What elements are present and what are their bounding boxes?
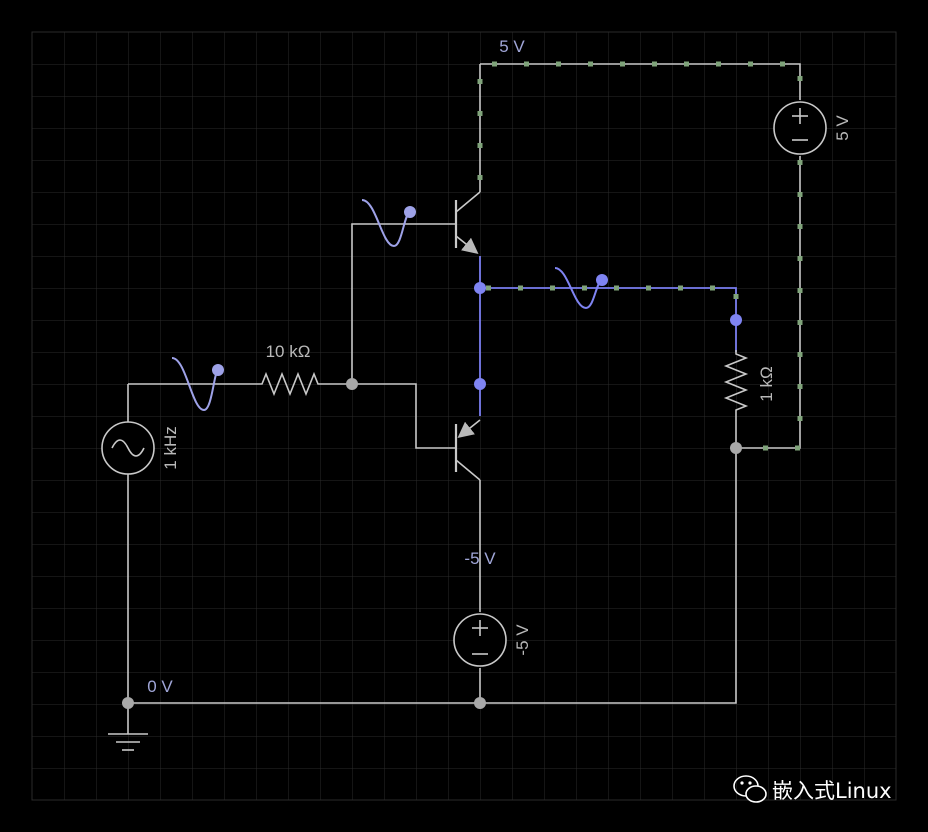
vcc-source-label: 5 V [833,115,852,141]
vee-net-label: -5 V [464,549,496,568]
vcc-net-label: 5 V [499,37,525,56]
dc-source-minus-5v[interactable] [453,613,507,667]
wechat-icon [733,775,767,803]
wires [127,63,801,704]
signal-source-label: 1 kHz [161,426,180,469]
watermark-text: 嵌入式Linux [772,779,892,803]
vee-source-label: -5 V [513,624,532,656]
watermark: 嵌入式Linux [733,775,892,803]
scope-probe-input[interactable] [171,357,224,412]
resistor-10k[interactable] [256,371,320,397]
current-flow-dots [477,61,803,451]
scope-probe-base[interactable] [361,199,416,248]
load-resistor-label: 1 kΩ [757,366,776,401]
pnp-transistor[interactable] [454,419,481,481]
grid-background [31,31,897,801]
ac-source-1khz[interactable] [101,421,155,475]
input-resistor-label: 10 kΩ [266,342,311,361]
ground-net-label: 0 V [147,677,173,696]
junction-nodes [122,282,742,709]
resistor-1k[interactable] [723,350,749,416]
npn-transistor[interactable] [454,191,481,256]
dc-source-5v[interactable] [773,101,827,155]
scope-probe-output[interactable] [554,267,608,310]
